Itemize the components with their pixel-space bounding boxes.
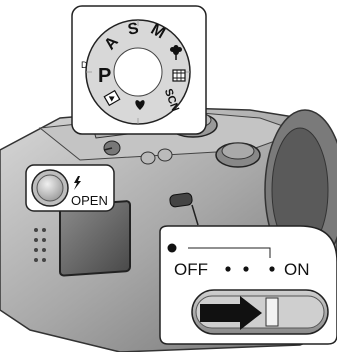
off-dot-icon [225,266,230,271]
mid-dot-icon [243,266,248,271]
mode-p-label: P [98,65,111,87]
on-dot-icon [269,266,274,271]
dial-indicator: D [81,60,88,70]
power-off-label: OFF [174,260,208,279]
power-switch-knob[interactable] [266,298,278,326]
flash-open-label: OPEN [71,193,108,208]
power-on-label: ON [284,260,310,279]
movie-film-icon [173,70,185,81]
callout-bullet-icon [168,244,177,253]
mode-dial-callout: D P A S M SCN [72,6,206,134]
